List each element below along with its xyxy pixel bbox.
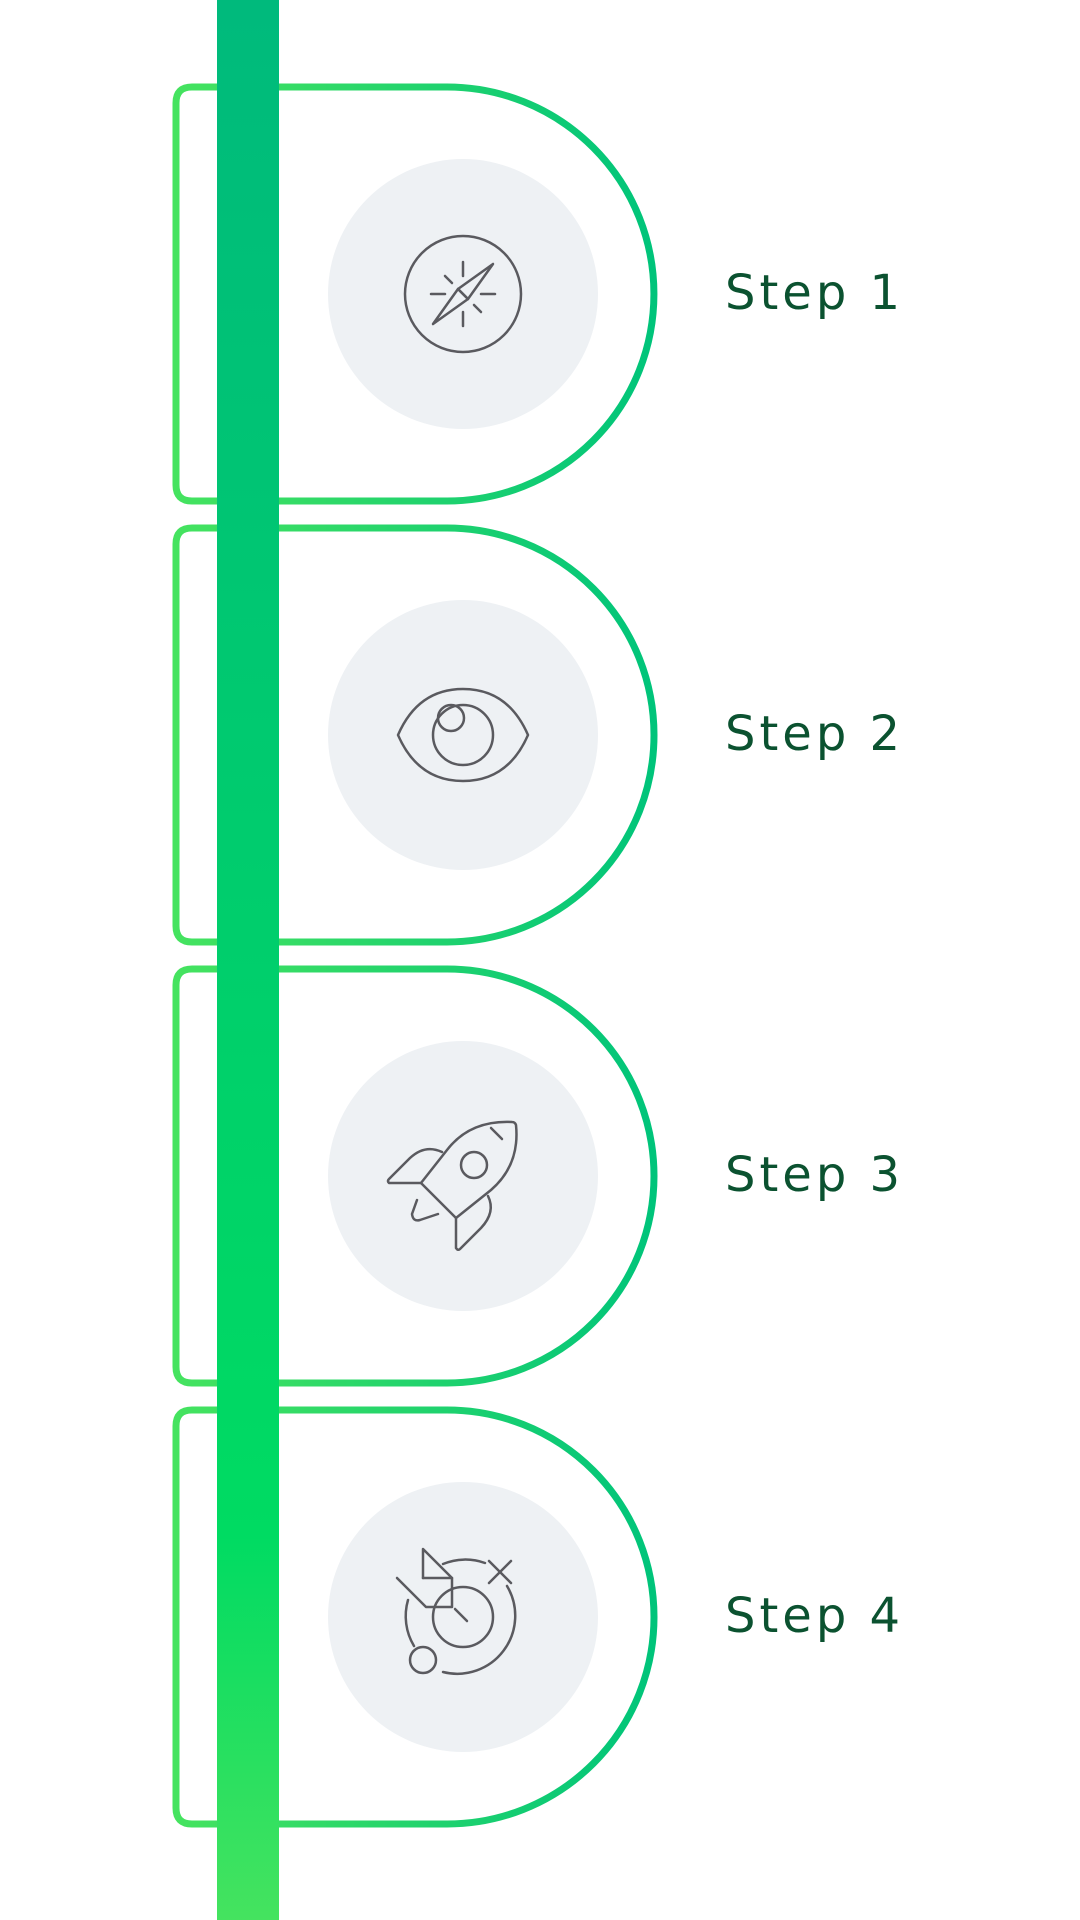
eye-icon	[396, 687, 530, 783]
step-3-icon-circle	[328, 1041, 598, 1311]
step-1: Step 1	[172, 83, 904, 505]
step-2-label: Step 2	[725, 706, 904, 762]
step-2-outline	[172, 524, 658, 946]
step-4-label: Step 4	[725, 1588, 904, 1644]
timeline-bar	[217, 0, 279, 1920]
rocket-icon	[386, 1120, 518, 1252]
compass-icon	[403, 234, 523, 354]
step-4: Step 4	[172, 1406, 904, 1828]
step-2-icon-circle	[328, 600, 598, 870]
target-arrow-icon	[395, 1547, 517, 1675]
step-3: Step 3	[172, 965, 904, 1387]
step-1-label: Step 1	[725, 265, 904, 321]
step-3-label: Step 3	[725, 1147, 904, 1203]
step-3-outline	[172, 965, 658, 1387]
step-2: Step 2	[172, 524, 904, 946]
step-1-outline	[172, 83, 658, 505]
step-4-outline	[172, 1406, 658, 1828]
